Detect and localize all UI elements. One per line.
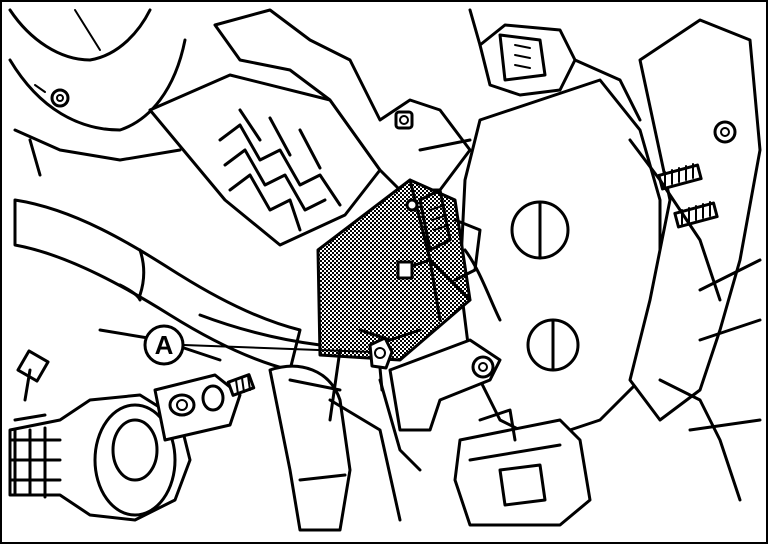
cylinder-assembly bbox=[8, 393, 192, 522]
callout-a: A bbox=[143, 324, 373, 366]
right-bracket bbox=[628, 18, 762, 502]
top-connector bbox=[468, 8, 642, 122]
top-bracket bbox=[213, 8, 472, 192]
relay-box bbox=[148, 73, 382, 247]
callout-label: A bbox=[155, 330, 174, 360]
body-panel bbox=[458, 78, 662, 442]
lower-left-bracket bbox=[268, 364, 402, 532]
callout-leader-line bbox=[183, 344, 373, 353]
lower-mid-bracket bbox=[378, 338, 502, 472]
control-module bbox=[316, 178, 482, 362]
callout-circle bbox=[143, 324, 185, 366]
lower-center-bracket bbox=[453, 408, 592, 527]
upper-left-housing bbox=[8, 8, 187, 177]
banjo-fitting bbox=[153, 373, 256, 442]
stud-bolt-left bbox=[13, 349, 50, 422]
